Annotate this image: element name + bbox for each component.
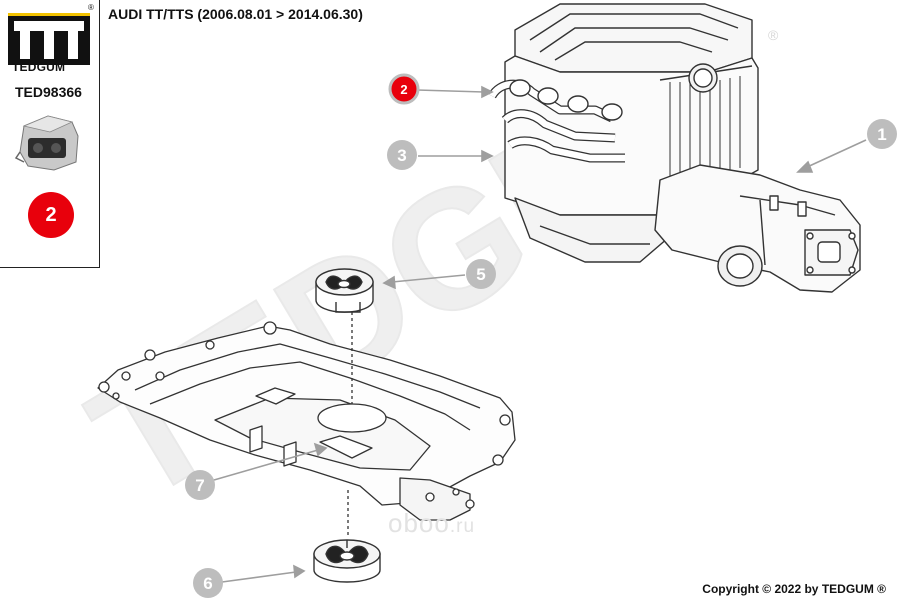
callout-7[interactable]: 7 bbox=[185, 470, 215, 500]
part-thumbnail[interactable] bbox=[14, 112, 86, 174]
site-watermark-name: oboo bbox=[388, 508, 450, 538]
watermark-reg-mark: ® bbox=[768, 27, 779, 43]
site-watermark: oboo.ru bbox=[388, 508, 475, 539]
callout-2[interactable]: 2 bbox=[388, 73, 420, 105]
callout-label: 1 bbox=[877, 125, 886, 144]
callout-6[interactable]: 6 bbox=[193, 568, 223, 598]
callout-label: 5 bbox=[476, 265, 485, 284]
tedgum-logo bbox=[8, 13, 90, 65]
callout-1[interactable]: 1 bbox=[867, 119, 897, 149]
part-info-panel: ® TEDGUM TED98366 2 bbox=[0, 0, 100, 268]
callout-arrows bbox=[213, 85, 867, 583]
callout-label: 3 bbox=[397, 146, 406, 165]
brand-name: TEDGUM bbox=[12, 60, 66, 74]
registered-mark: ® bbox=[88, 3, 94, 12]
callout-5[interactable]: 5 bbox=[466, 259, 496, 289]
engine-assembly[interactable] bbox=[488, 3, 861, 293]
callout-3[interactable]: 3 bbox=[387, 140, 417, 170]
callout-label: 6 bbox=[203, 574, 212, 593]
subframe[interactable] bbox=[97, 321, 516, 521]
selected-callout-badge: 2 bbox=[28, 192, 74, 238]
copyright-notice: Copyright © 2022 by TEDGUM ® bbox=[702, 582, 886, 596]
site-watermark-tld: .ru bbox=[449, 516, 476, 537]
lower-mount-bushing[interactable] bbox=[313, 539, 381, 583]
callout-label: 2 bbox=[400, 82, 407, 97]
part-number: TED98366 bbox=[15, 84, 82, 100]
callout-label: 7 bbox=[195, 476, 204, 495]
upper-mount-bushing[interactable] bbox=[315, 268, 374, 313]
vehicle-title: AUDI TT/TTS (2006.08.01 > 2014.06.30) bbox=[108, 6, 363, 22]
